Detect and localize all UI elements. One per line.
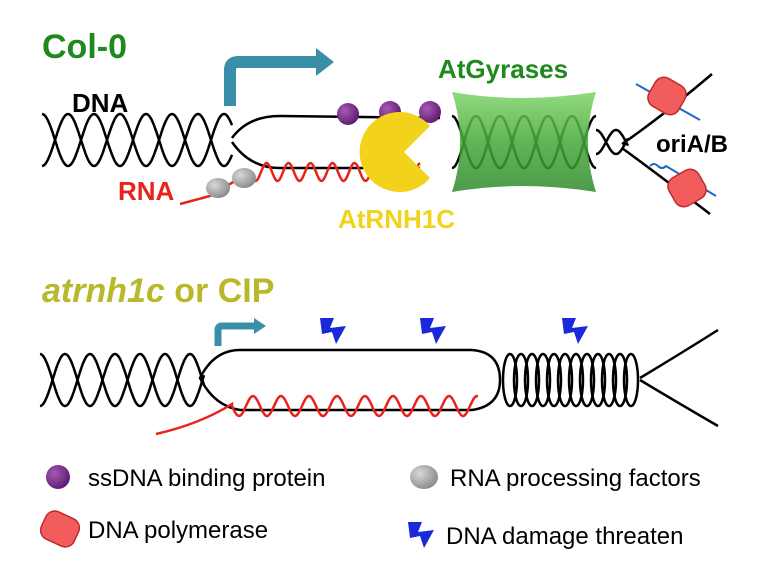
legend-damage-icon <box>408 522 434 548</box>
legend-ssdna-label: ssDNA binding protein <box>88 465 325 492</box>
legend-polymerase-icon <box>39 510 81 548</box>
atrnh1c-label: AtRNH1C <box>338 204 455 234</box>
fork-new-strand-lower <box>649 163 717 197</box>
supercoiled-dna <box>501 352 640 408</box>
supercoil-loop <box>622 352 640 408</box>
dna-polymerase-icon <box>647 76 687 116</box>
fork-strand-lower <box>621 146 711 215</box>
fork-strand-upper <box>621 73 713 146</box>
helix-bottom-left-strand <box>39 352 206 408</box>
atrnh1c-enzyme-icon <box>359 112 430 193</box>
legend-polymerase-label: DNA polymerase <box>88 517 268 544</box>
helix-right-strand <box>595 128 630 156</box>
atgyrases-complex <box>452 92 596 192</box>
rna-processing-factor-icon <box>206 178 230 198</box>
ssdna-binding-protein-icon <box>419 101 441 123</box>
transcription-arrowhead-small-icon <box>254 318 266 334</box>
bottom-fork-lower <box>639 378 719 428</box>
rna-strand-bottom <box>155 394 479 436</box>
atgyrases-label: AtGyrases <box>438 54 568 84</box>
supercoil-loop <box>556 352 574 408</box>
dna-damage-bolt-icon <box>562 318 588 344</box>
nontemplate-strand <box>230 114 441 139</box>
helix-top-left-strand <box>41 112 234 168</box>
top-panel-title: Col-0 <box>42 28 127 66</box>
transcription-arrow-small-icon <box>214 322 256 346</box>
helix-bottom-left-strand <box>39 352 206 408</box>
supercoil-loop <box>589 352 607 408</box>
legend-damage-label: DNA damage threaten <box>446 523 683 550</box>
dna-damage-bolt-icon <box>320 318 346 344</box>
bottom-panel-title: atrnh1c or CIP <box>42 272 274 310</box>
legend-ssdna-icon <box>46 465 70 489</box>
supercoil-loop <box>600 352 618 408</box>
rna-label: RNA <box>118 176 175 206</box>
supercoil-loop <box>567 352 585 408</box>
dna-polymerase-icon <box>667 168 707 208</box>
dna-double-helix-left <box>41 112 234 168</box>
bottom-title-rest: or CIP <box>165 272 275 310</box>
transcription-arrowhead-icon <box>316 48 334 76</box>
bottom-fork-upper <box>639 328 719 380</box>
damage-bolts <box>320 318 588 344</box>
rna-processing-factor-icon <box>232 168 256 188</box>
dna-damage-bolt-icon <box>420 318 446 344</box>
transcription-arrow-icon <box>224 56 318 106</box>
template-strand <box>230 141 420 170</box>
legend-rna-factor-label: RNA processing factors <box>450 465 701 492</box>
supercoil-loop <box>611 352 629 408</box>
supercoil-loop <box>512 352 530 408</box>
supercoil-loop <box>545 352 563 408</box>
supercoil-loop <box>578 352 596 408</box>
ssdna-binding-protein-icon <box>337 103 359 125</box>
supercoil-loop <box>523 352 541 408</box>
dna-double-helix-bottom-left <box>39 352 206 408</box>
supercoil-loop <box>501 352 519 408</box>
helix-top-left-strand <box>41 112 234 168</box>
bottom-title-italic: atrnh1c <box>42 272 165 310</box>
legend-rna-factor-icon <box>410 465 438 489</box>
oria-b-label: oriA/B <box>656 131 728 158</box>
supercoil-loop <box>534 352 552 408</box>
